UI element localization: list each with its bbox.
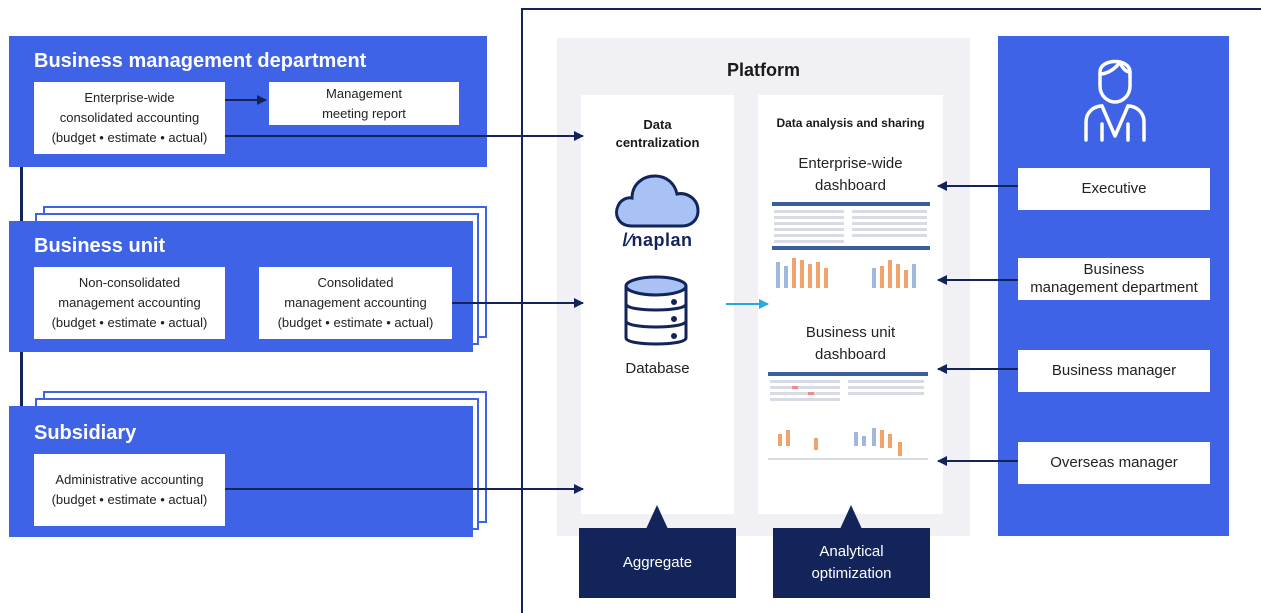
role-overseas-manager: Overseas manager <box>1018 442 1210 484</box>
aggregate-pointer <box>646 505 668 529</box>
database-label: Database <box>625 360 690 377</box>
data-analysis-title: Data analysis and sharing <box>776 116 925 130</box>
subsidiary-title: Subsidiary <box>34 422 137 444</box>
aggregate-label: Aggregate <box>579 528 736 598</box>
cloud-icon <box>612 168 702 230</box>
role-business-manager: Business manager <box>1018 350 1210 392</box>
analytical-pointer <box>840 505 862 529</box>
platform-frame-top <box>521 8 1261 10</box>
bu-title: Business unit <box>34 235 166 257</box>
business-unit-dashboard-thumbnail <box>768 372 928 468</box>
role-executive: Executive <box>1018 168 1210 210</box>
anaplan-logo: /∕naplan <box>622 230 693 250</box>
user-icon <box>1082 50 1148 142</box>
bmd-title: Business management department <box>34 50 367 72</box>
subsidiary-admin-box: Administrative accounting(budget • estim… <box>34 454 225 526</box>
platform-frame-left <box>521 8 523 613</box>
platform-title: Platform <box>726 60 800 80</box>
enterprise-dashboard-thumbnail <box>772 202 930 292</box>
database-icon <box>621 272 691 352</box>
